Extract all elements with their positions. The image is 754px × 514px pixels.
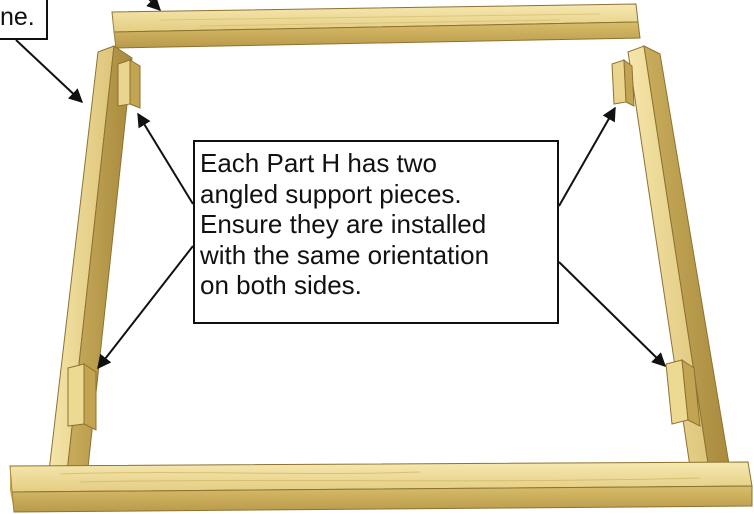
arrow-to-right-bottom-support <box>558 261 666 367</box>
callout-arrows <box>15 0 666 370</box>
arrow-to-left-top-support <box>137 112 194 205</box>
main-instruction-callout: Each Part H has two angled support piece… <box>193 140 559 324</box>
left-top-support-block <box>117 59 141 109</box>
callout-line-2: angled support pieces. <box>200 178 462 209</box>
arrow-to-left-rail <box>15 39 84 103</box>
arrow-to-right-top-support <box>558 106 616 207</box>
right-top-support-block <box>611 58 635 107</box>
left-bottom-support-block <box>67 363 97 431</box>
bottom-beam <box>9 461 753 513</box>
arrow-to-left-bottom-support <box>97 245 194 370</box>
callout-fragment-text: ne. <box>0 3 35 31</box>
right-bottom-support-block <box>665 358 701 427</box>
arrow-to-top-beam <box>146 0 161 11</box>
top-left-callout-fragment: ne. <box>0 0 48 40</box>
callout-line-5: on both sides. <box>200 270 362 300</box>
callout-line-1: Each Part H has two <box>200 148 437 178</box>
callout-line-3: Ensure they are installed <box>200 209 487 239</box>
callout-line-4: with the same orientation <box>200 239 490 270</box>
top-beam <box>111 3 641 49</box>
